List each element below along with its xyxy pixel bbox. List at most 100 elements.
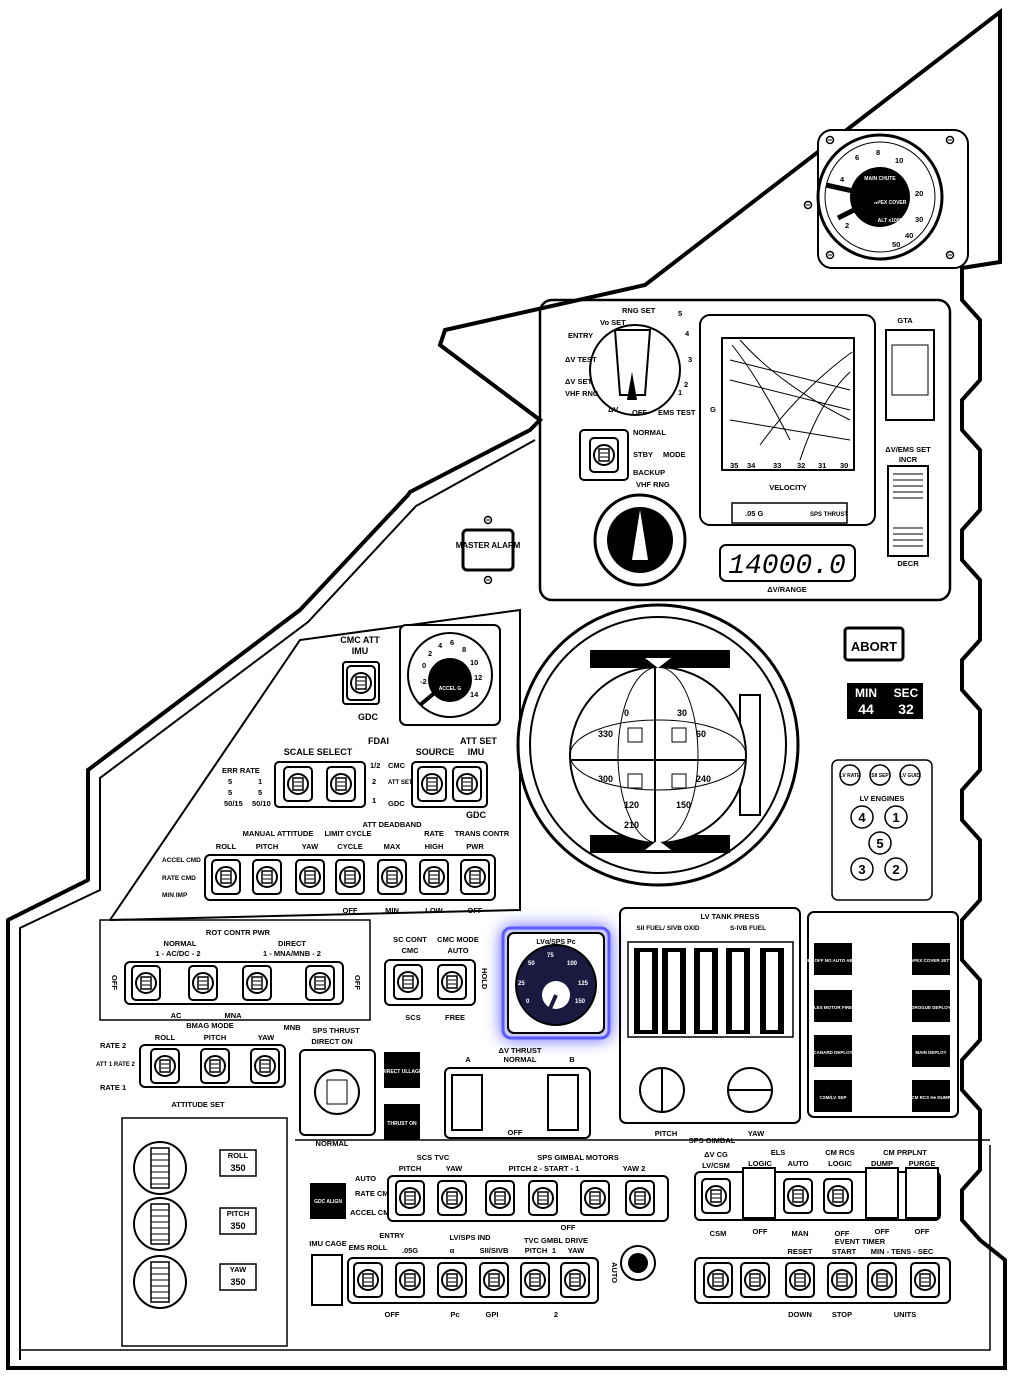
seq-btn-3b[interactable] bbox=[912, 1035, 950, 1067]
purge-switch[interactable] bbox=[905, 1167, 939, 1219]
dv-label: ΔV bbox=[608, 405, 618, 414]
fdai-scale-switch[interactable] bbox=[283, 766, 313, 802]
cmc-mode-switch[interactable] bbox=[437, 964, 467, 1000]
src-half: 1/2 bbox=[370, 761, 380, 770]
entry-yaw-label: YAW bbox=[568, 1246, 585, 1255]
gimbal-yaw2: YAW 2 bbox=[623, 1164, 646, 1173]
accel-tick-12: 12 bbox=[474, 673, 482, 682]
man-att-pitch[interactable] bbox=[252, 859, 282, 895]
els-logic-switch[interactable] bbox=[742, 1167, 776, 1219]
gimbal-pitch1-switch[interactable] bbox=[528, 1180, 558, 1216]
seq-btn-1b[interactable] bbox=[912, 943, 950, 975]
tvc-yaw-switch[interactable] bbox=[560, 1262, 590, 1298]
sii-sivb-label: SII/SIVB bbox=[480, 1246, 509, 1255]
trans-contr-switch[interactable] bbox=[460, 859, 490, 895]
thrust-on-label: THRUST ON bbox=[387, 1121, 417, 1127]
direct-ullage-button[interactable] bbox=[384, 1052, 420, 1088]
timer-start-switch[interactable] bbox=[827, 1262, 857, 1298]
accel-tick-0: 0 bbox=[422, 661, 426, 670]
ball-240: 240 bbox=[696, 774, 711, 784]
off-right: OFF bbox=[353, 975, 362, 990]
dv-thrust-b-switch[interactable] bbox=[547, 1074, 579, 1131]
rate-5b: 5 bbox=[228, 788, 232, 797]
fdai-source-switch[interactable] bbox=[417, 766, 447, 802]
slew-switch[interactable] bbox=[887, 465, 929, 557]
dv-thrust-a-switch[interactable] bbox=[451, 1074, 483, 1131]
rot-normal-2[interactable] bbox=[188, 965, 218, 1001]
thrust-on-button[interactable] bbox=[384, 1104, 420, 1140]
gimbal-yaw2-switch[interactable] bbox=[625, 1180, 655, 1216]
gimbal-pitch2-switch[interactable] bbox=[485, 1180, 515, 1216]
purge-label: PURGE bbox=[909, 1159, 936, 1168]
dv-cg-label: ΔV CG bbox=[704, 1150, 728, 1159]
scs-tvc-yaw-switch[interactable] bbox=[437, 1180, 467, 1216]
trans-contr-label: TRANS CONTR bbox=[455, 829, 510, 838]
timer-min-switch[interactable] bbox=[867, 1262, 897, 1298]
min-imp-label: MIN IMP bbox=[162, 892, 188, 899]
col-high: HIGH bbox=[425, 842, 444, 851]
cm-rcs-logic-switch[interactable] bbox=[823, 1178, 853, 1214]
cmc-att-imu: IMU bbox=[352, 646, 369, 656]
ems-roll-switch[interactable] bbox=[353, 1262, 383, 1298]
fdai-select-switch[interactable] bbox=[326, 766, 356, 802]
rot-direct-1[interactable] bbox=[242, 965, 272, 1001]
apex-cover-jett-label: APEX COVER JETT bbox=[910, 958, 952, 963]
pc-tick-100: 100 bbox=[567, 961, 578, 967]
ems-function-switch[interactable] bbox=[589, 437, 619, 473]
cmc-att-gdc: GDC bbox=[358, 712, 379, 722]
normal-label: NORMAL bbox=[633, 428, 666, 437]
engine-4: 4 bbox=[858, 810, 866, 825]
abort-label: ABORT bbox=[851, 639, 897, 654]
sii-sep-light: SII SEP bbox=[871, 773, 889, 779]
dv-cg-switch[interactable] bbox=[701, 1178, 731, 1214]
rate-switch[interactable] bbox=[419, 859, 449, 895]
lv-engines-label: LV ENGINES bbox=[860, 794, 905, 803]
sc-cont-switch[interactable] bbox=[393, 964, 423, 1000]
seq-btn-1a[interactable] bbox=[814, 943, 852, 975]
tvc-pitch-switch[interactable] bbox=[520, 1262, 550, 1298]
seq-btn-2b[interactable] bbox=[912, 990, 950, 1022]
att-deadband-switch[interactable] bbox=[377, 859, 407, 895]
rot-normal-1[interactable] bbox=[131, 965, 161, 1001]
tank-press-panel: LV TANK PRESS SII FUEL/ SIVB OXID S-IVB … bbox=[619, 907, 801, 1145]
lv-alpha-switch[interactable] bbox=[437, 1262, 467, 1298]
cmc-att-switch[interactable] bbox=[346, 665, 376, 701]
hold-label: HOLD bbox=[480, 968, 489, 990]
scale-select-label: SCALE SELECT bbox=[284, 747, 353, 757]
sii-sivb-switch[interactable] bbox=[479, 1262, 509, 1298]
gauge-scale-8: 8 bbox=[876, 148, 880, 157]
timer-reset-switch[interactable] bbox=[785, 1262, 815, 1298]
bmag-pitch-switch[interactable] bbox=[200, 1048, 230, 1084]
timer-switch-1[interactable] bbox=[703, 1262, 733, 1298]
yaw-thumbwheel[interactable] bbox=[133, 1255, 187, 1309]
lv-guid-light: LV GUID bbox=[900, 773, 920, 779]
roll-thumbwheel[interactable] bbox=[133, 1141, 187, 1195]
man-att-yaw[interactable] bbox=[295, 859, 325, 895]
els-bottom-man: MAN bbox=[791, 1229, 808, 1238]
g05-switch[interactable] bbox=[395, 1262, 425, 1298]
scs-tvc-pitch-switch[interactable] bbox=[395, 1180, 425, 1216]
els-auto-switch[interactable] bbox=[783, 1178, 813, 1214]
sc-cont-cmc: CMC bbox=[401, 946, 419, 955]
seq-btn-4a[interactable] bbox=[814, 1080, 852, 1112]
timer-sec-switch[interactable] bbox=[910, 1262, 940, 1298]
bmag-yaw-switch[interactable] bbox=[250, 1048, 280, 1084]
rate-cmd-label: RATE CMD bbox=[162, 875, 196, 882]
fdai-att-set-switch[interactable] bbox=[452, 766, 482, 802]
dump-switch[interactable] bbox=[865, 1167, 899, 1219]
gimbal-yaw1-switch[interactable] bbox=[580, 1180, 610, 1216]
rot-direct-2[interactable] bbox=[305, 965, 335, 1001]
gdc-align-button[interactable] bbox=[310, 1183, 346, 1219]
bmag-roll-switch[interactable] bbox=[150, 1048, 180, 1084]
seq-btn-2a[interactable] bbox=[814, 990, 852, 1022]
gauge-scale-20: 20 bbox=[915, 189, 923, 198]
timer-switch-2[interactable] bbox=[740, 1262, 770, 1298]
limit-cycle-switch[interactable] bbox=[335, 859, 365, 895]
master-alarm-button[interactable] bbox=[461, 528, 515, 572]
seq-btn-4b[interactable] bbox=[912, 1080, 950, 1112]
imu-cage-switch[interactable] bbox=[311, 1254, 343, 1306]
accel-tick-10: 10 bbox=[470, 658, 478, 667]
man-att-roll[interactable] bbox=[211, 859, 241, 895]
pitch-thumbwheel[interactable] bbox=[133, 1197, 187, 1251]
seq-btn-3a[interactable] bbox=[814, 1035, 852, 1067]
